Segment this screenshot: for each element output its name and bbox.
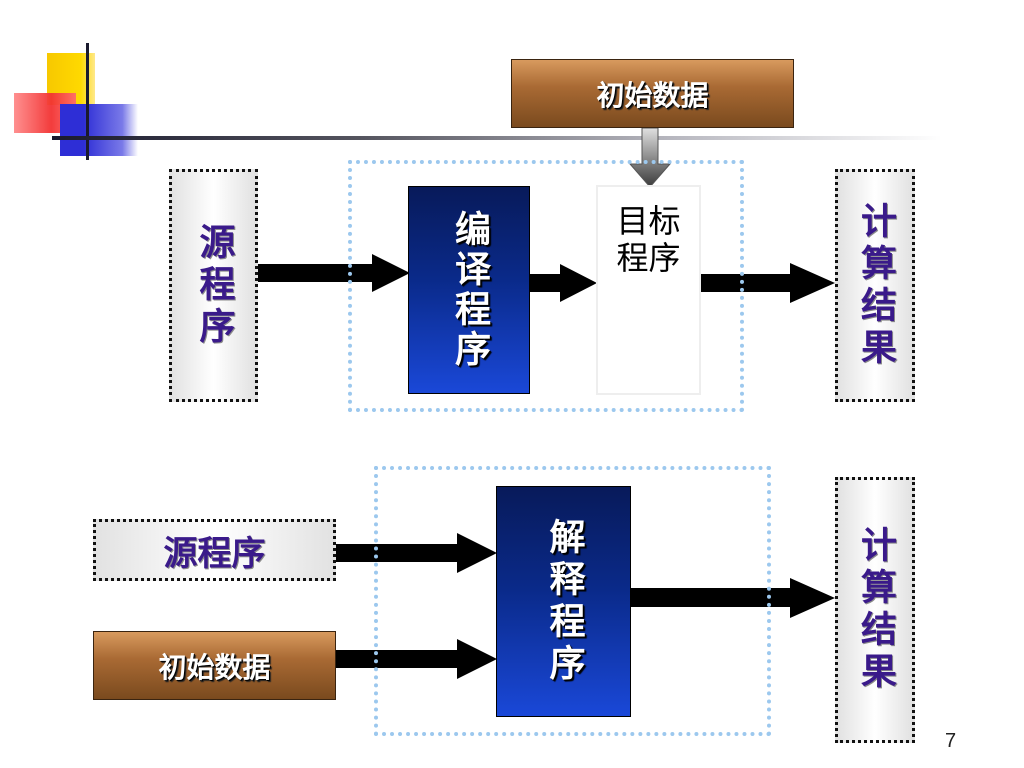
right-arrow-icon (701, 263, 835, 303)
right-arrow-icon (258, 254, 410, 292)
bottom-initial-data-box: 初始数据 (93, 631, 336, 700)
target-program-label: 目标程序 (616, 202, 681, 277)
page-number: 7 (945, 730, 957, 752)
title-rule (52, 136, 942, 140)
target-program-box: 目标程序 (596, 185, 701, 395)
right-arrow-icon (336, 533, 497, 573)
right-arrow-icon (336, 639, 497, 679)
compile-group-frame (348, 160, 744, 412)
right-arrow-icon (530, 264, 597, 302)
bottom-result-box: 计算结果 (835, 477, 915, 743)
compiler-box: 编译程序 (408, 186, 530, 394)
compiler-label: 编译程序 (449, 210, 490, 370)
top-source-program-box: 源程序 (169, 169, 258, 402)
interpret-group-frame (374, 466, 771, 736)
top-result-label: 计算结果 (855, 201, 896, 370)
slide-logo (0, 0, 950, 170)
logo-vertical-line (86, 43, 89, 160)
bottom-source-program-label: 源程序 (163, 533, 266, 574)
interpreter-box: 解释程序 (496, 486, 631, 717)
top-source-program-label: 源程序 (193, 222, 235, 349)
right-arrow-icon (631, 578, 835, 618)
top-initial-data-box: 初始数据 (511, 59, 794, 128)
logo-blue-square (60, 104, 138, 156)
bottom-result-label: 计算结果 (855, 526, 896, 694)
bottom-initial-data-label: 初始数据 (158, 650, 271, 684)
down-arrow-icon (628, 127, 672, 188)
interpreter-label: 解释程序 (543, 517, 585, 686)
bottom-source-program-box: 源程序 (93, 519, 336, 581)
top-initial-data-label: 初始数据 (596, 78, 709, 112)
top-result-box: 计算结果 (835, 169, 915, 402)
